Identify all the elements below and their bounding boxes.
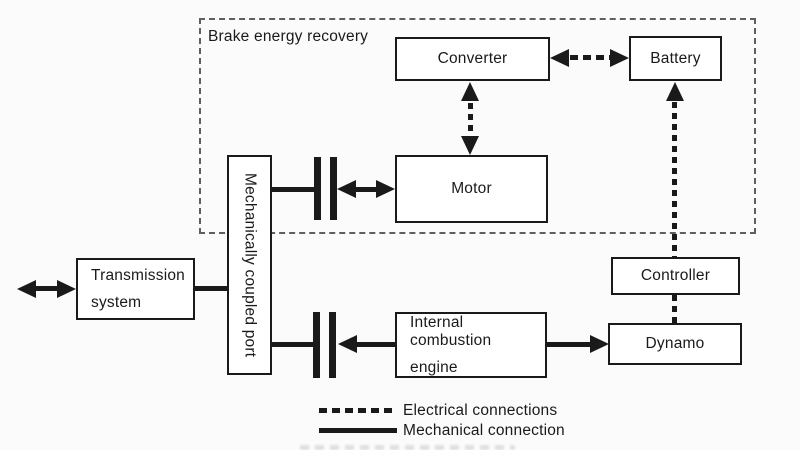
controller-battery-arrowhead-up-icon — [666, 82, 684, 101]
node-mechanically-coupled-port: Mechanically coupled port — [227, 155, 272, 375]
brake-energy-recovery-group — [199, 18, 756, 234]
clutch-motor-arrowhead-right-icon — [376, 180, 395, 198]
transmission-output-arrowhead-right-icon — [57, 280, 76, 298]
legend-electrical-line-sample-icon — [319, 408, 397, 413]
transmission-label-line1: Transmission — [91, 266, 185, 284]
node-motor: Motor — [395, 155, 548, 223]
clutch-motor-line — [355, 187, 377, 192]
port-motor-clutch-line — [272, 187, 314, 192]
engine-clutch-arrowhead-left-icon — [338, 335, 357, 353]
engine-label-line2: engine — [410, 358, 458, 376]
node-battery: Battery — [629, 36, 722, 81]
engine-dynamo-arrowhead-right-icon — [590, 335, 609, 353]
port-engine-clutch-line — [272, 342, 313, 347]
clutch-motor-arrowhead-left-icon — [337, 180, 356, 198]
transmission-port-line — [195, 286, 227, 291]
cropped-caption-artifact — [300, 445, 515, 450]
legend-mechanical-line-sample-icon — [319, 428, 397, 433]
legend-electrical-label: Electrical connections — [403, 402, 558, 419]
legend-mechanical-label: Mechanical connection — [403, 422, 565, 439]
converter-motor-arrowhead-up-icon — [461, 82, 479, 101]
controller-battery-dashed-line — [672, 102, 677, 257]
converter-battery-arrowhead-left-icon — [550, 49, 569, 67]
node-controller: Controller — [611, 257, 740, 295]
dynamo-label: Dynamo — [645, 335, 705, 352]
node-internal-combustion-engine: Internal combustion engine — [395, 312, 547, 378]
converter-motor-arrowhead-down-icon — [461, 136, 479, 155]
node-converter: Converter — [395, 37, 550, 81]
node-transmission-system: Transmission system — [76, 258, 195, 320]
transmission-output-line — [34, 286, 60, 291]
converter-battery-arrowhead-right-icon — [610, 49, 629, 67]
battery-label: Battery — [650, 49, 701, 67]
motor-clutch-bar-right-icon — [330, 157, 337, 220]
transmission-label-line2: system — [91, 293, 142, 311]
engine-dynamo-line — [547, 342, 592, 347]
motor-clutch-bar-left-icon — [314, 157, 321, 220]
engine-label-line1: Internal combustion — [410, 313, 492, 349]
engine-clutch-line — [356, 342, 395, 347]
engine-clutch-bar-left-icon — [313, 312, 320, 378]
controller-label: Controller — [640, 267, 711, 284]
dynamo-controller-dashed-line — [672, 295, 677, 323]
port-label: Mechanically coupled port — [241, 172, 259, 358]
converter-label: Converter — [437, 50, 508, 67]
engine-clutch-bar-right-icon — [329, 312, 336, 378]
motor-label: Motor — [451, 180, 492, 197]
transmission-output-arrowhead-left-icon — [17, 280, 36, 298]
brake-energy-recovery-label: Brake energy recovery — [208, 28, 369, 45]
node-dynamo: Dynamo — [608, 323, 742, 365]
converter-battery-dashed-line — [570, 55, 610, 60]
converter-motor-dashed-line — [468, 103, 473, 135]
